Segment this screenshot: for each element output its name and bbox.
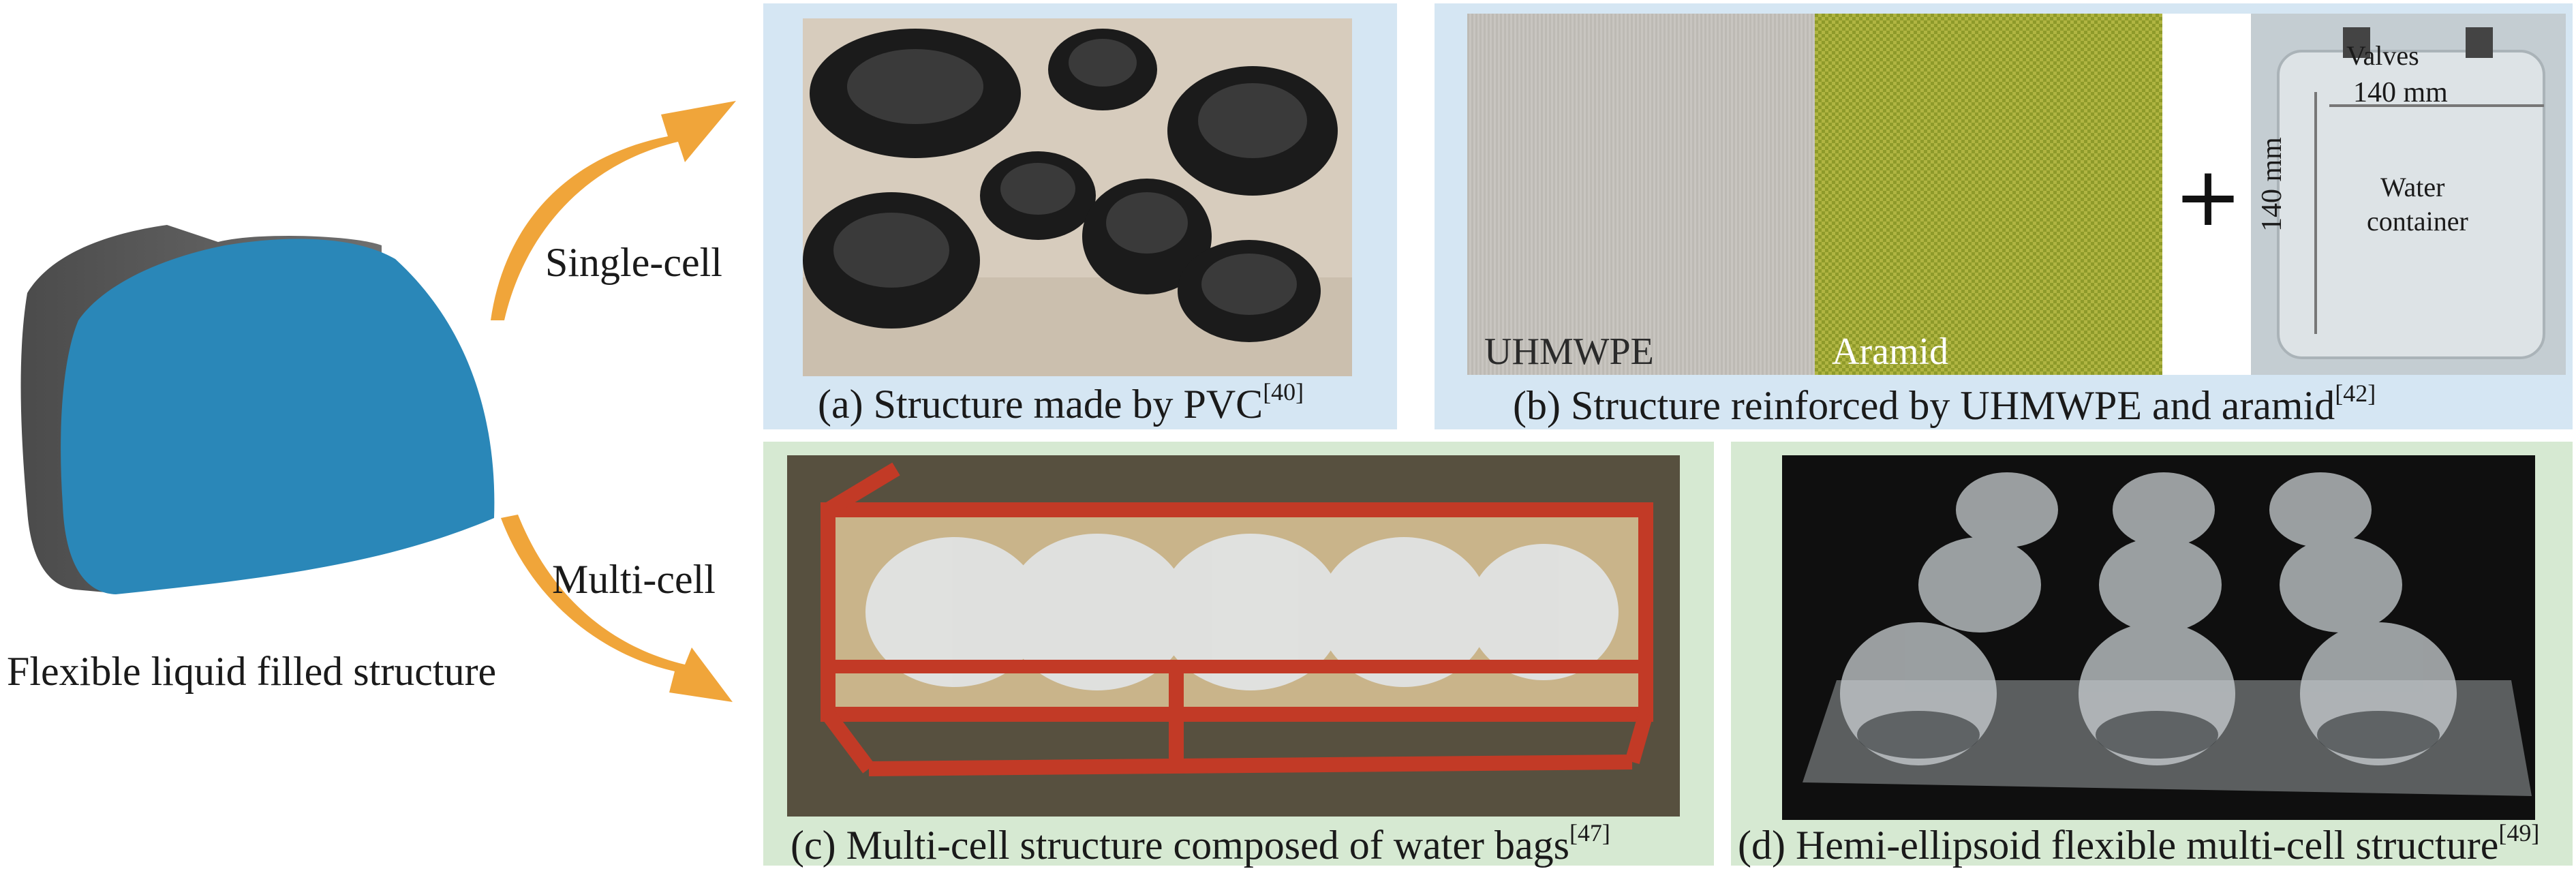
arrows (491, 101, 736, 702)
label-aramid: Aramid (1832, 331, 1949, 373)
label-valves: Valves (2346, 40, 2419, 71)
water-bags-photo (787, 455, 1680, 817)
liquid-structure-illustration (20, 225, 495, 594)
plus-area (2162, 14, 2251, 375)
caption-b: (b) Structure reinforced by UHMWPE and a… (1513, 380, 2376, 428)
branch-single-cell: Single-cell (545, 240, 722, 285)
panel-b: UHMWPE Aramid + Valves 140 m (1435, 3, 2573, 429)
arrow-up-icon (491, 101, 736, 320)
shape-face (61, 239, 495, 594)
water-container-photo: Valves 140 mm 140 mm Water container (2251, 14, 2566, 375)
label-container: container (2367, 206, 2468, 237)
branch-multi-cell: Multi-cell (552, 557, 716, 602)
label-water: Water (2380, 172, 2445, 202)
plus-sign: + (2173, 150, 2243, 245)
pvc-rings-photo (803, 18, 1352, 376)
label-width-140mm: 140 mm (2353, 77, 2448, 108)
arrow-down-icon (501, 515, 733, 702)
caption-a: (a) Structure made by PVC[40] (818, 378, 1304, 427)
uhmwpe-fabric-photo: UHMWPE (1467, 14, 1815, 375)
panel-d: (d) Hemi-ellipsoid flexible multi-cell s… (1731, 442, 2573, 866)
label-uhmwpe: UHMWPE (1484, 331, 1654, 373)
panel-a: (a) Structure made by PVC[40] (763, 3, 1397, 429)
hemi-ellipsoid-photo (1782, 455, 2535, 820)
caption-c: (c) Multi-cell structure composed of wat… (791, 819, 1610, 868)
label-height-140mm: 140 mm (2256, 137, 2288, 232)
aramid-fabric-photo: Aramid (1815, 14, 2162, 375)
panel-c: (c) Multi-cell structure composed of wat… (763, 442, 1714, 866)
main-label: Flexible liquid filled structure (7, 649, 497, 694)
caption-d: (d) Hemi-ellipsoid flexible multi-cell s… (1738, 819, 2540, 868)
